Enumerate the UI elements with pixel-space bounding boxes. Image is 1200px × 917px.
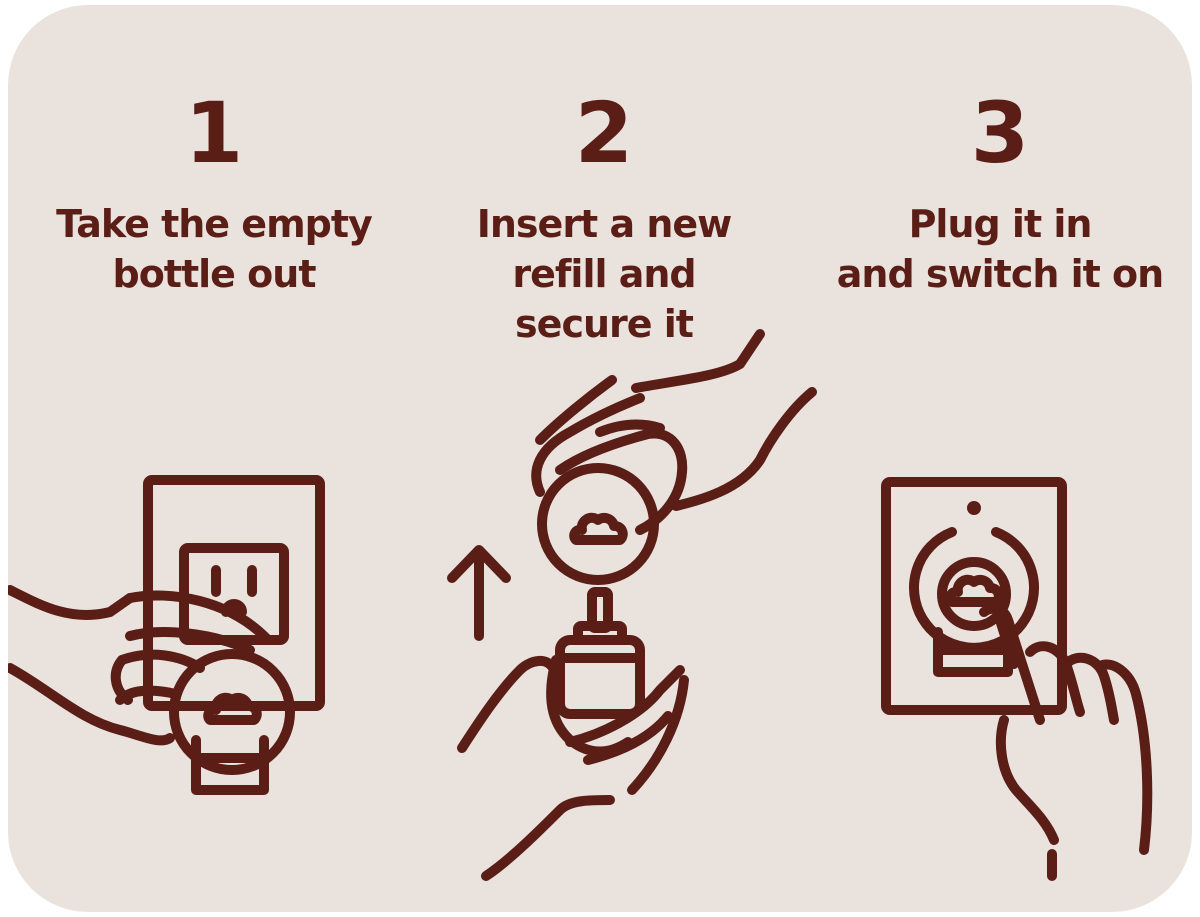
step-2-text: Insert a new refill and secure it xyxy=(404,199,804,349)
step-1-text-line-2: bottle out xyxy=(112,252,317,296)
step-3-number: 3 xyxy=(970,84,1030,182)
step-3: 3 Plug it in and switch it on xyxy=(800,5,1192,912)
hand-arm-upper xyxy=(8,585,135,620)
step-2: 2 Insert a new refill and secure it xyxy=(404,5,804,912)
hands-inserting-refill-icon xyxy=(447,329,817,881)
cloud-icon xyxy=(945,574,1004,607)
step-1-text: Take the empty bottle out xyxy=(8,199,420,299)
step-1-number: 1 xyxy=(184,84,244,182)
hand-removing-bottle-from-outlet-icon xyxy=(8,475,325,795)
step-3-text-line-1: Plug it in xyxy=(908,202,1093,246)
step-2-text-line-2: refill and xyxy=(512,252,696,296)
step-2-number: 2 xyxy=(574,84,634,182)
step-3-text-line-2: and switch it on xyxy=(836,252,1164,296)
cloud-icon xyxy=(569,512,628,545)
instructions-card: 1 Take the empty bottle out 2 Insert a n… xyxy=(8,5,1192,912)
step-1-text-line-1: Take the empty xyxy=(56,202,373,246)
finger-pressing-switch-icon xyxy=(881,477,1153,881)
illustrations xyxy=(8,329,1153,881)
indicator-light-icon xyxy=(967,501,981,515)
step-3-text: Plug it in and switch it on xyxy=(800,199,1192,299)
outlet-plate-icon xyxy=(881,477,1067,715)
up-arrow-icon xyxy=(447,545,511,641)
step-1: 1 Take the empty bottle out xyxy=(8,5,420,912)
step-2-text-line-3: secure it xyxy=(515,302,694,346)
socket-icon xyxy=(179,543,289,645)
diffuser-head-icon xyxy=(169,649,295,775)
refill-bottle-icon xyxy=(555,587,645,719)
step-2-text-line-1: Insert a new xyxy=(476,202,733,246)
cloud-icon xyxy=(203,692,262,725)
